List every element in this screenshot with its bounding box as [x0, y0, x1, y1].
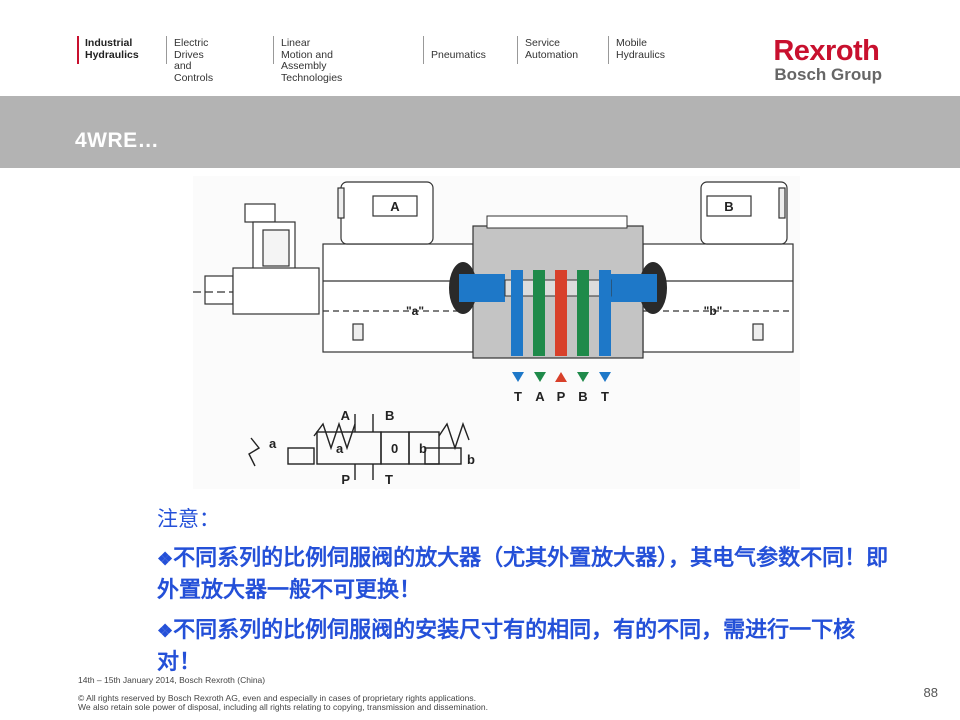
port-label-a: A	[535, 389, 545, 404]
spring-right	[611, 274, 657, 302]
page-number: 88	[923, 685, 938, 700]
side-a-label: "a"	[406, 304, 424, 318]
nav-electric-drives[interactable]: Electric Drives and Controls	[166, 36, 214, 84]
nav-label-line2: Pneumatics	[431, 48, 486, 61]
footer-rights: We also retain sole power of disposal, i…	[78, 702, 488, 712]
symbol-position-a: a	[336, 441, 344, 456]
symbol-label-a-top: A	[341, 408, 351, 423]
port-arrow-b	[577, 372, 589, 382]
footer: 14th – 15th January 2014, Bosch Rexroth …	[78, 675, 488, 713]
rexroth-logo: Rexroth Bosch Group	[773, 36, 882, 84]
port-label-b: B	[578, 389, 587, 404]
nav-label-line1: Industrial	[85, 37, 133, 49]
nav-separator	[166, 36, 167, 64]
nav-label-line2: Assembly Technologies	[281, 60, 343, 84]
port-label-t-left: T	[514, 389, 522, 404]
nav-linear-motion[interactable]: Linear Motion and Assembly Technologies	[273, 36, 343, 84]
channel-tank-left	[511, 270, 523, 356]
nav-mobile-hydraulics[interactable]: Mobile Hydraulics	[608, 36, 666, 64]
bullet-marker-icon: ❖	[157, 621, 174, 642]
solenoid-b-tag	[706, 195, 752, 217]
logo-brand: Rexroth	[773, 35, 880, 67]
valve-top-plate	[486, 215, 628, 229]
port-label-p: P	[557, 389, 566, 404]
symbol-label-p: P	[341, 472, 350, 487]
nav-label-line1: Service	[525, 37, 561, 49]
note-text: 不同系列的比例伺服阀的放大器（尤其外置放大器），其电气参数不同！即外置放大器一般…	[157, 545, 889, 603]
title-band: 4WRE…	[0, 96, 960, 168]
port-label-t-right: T	[601, 389, 609, 404]
nav-label-line1: Linear Motion and	[281, 37, 333, 61]
solenoid-a-tag	[372, 195, 418, 217]
nav-pneumatics[interactable]: Pneumatics	[423, 36, 486, 64]
note-text: 不同系列的比例伺服阀的安装尺寸有的相同，有的不同，需进行一下核对！	[157, 617, 856, 675]
port-arrow-t-right	[599, 372, 611, 382]
nav-label-line2: Hydraulics	[616, 48, 666, 61]
valve-drawing: A "a" B "b"	[193, 181, 794, 487]
channel-pressure	[555, 270, 567, 356]
symbol-label-t: T	[385, 472, 393, 487]
footer-copyright: © All rights reserved by Bosch Rexroth A…	[78, 692, 476, 703]
nav-label-line1: Mobile	[616, 37, 647, 49]
channel-b	[577, 270, 589, 356]
notes-section: 注意： ❖不同系列的比例伺服阀的放大器（尤其外置放大器），其电气参数不同！即外置…	[157, 505, 897, 677]
note-bullet: ❖不同系列的比例伺服阀的放大器（尤其外置放大器），其电气参数不同！即外置放大器一…	[157, 543, 897, 605]
nav-separator	[423, 36, 424, 64]
symbol-label-right: b	[467, 452, 475, 467]
note-bullet: ❖不同系列的比例伺服阀的安装尺寸有的相同，有的不同，需进行一下核对！	[157, 615, 897, 677]
symbol-position-b: b	[419, 441, 427, 456]
port-arrow-a	[534, 372, 546, 382]
nav-label-line1	[431, 38, 486, 50]
port-arrow-t-left	[512, 372, 524, 382]
nav-separator	[608, 36, 609, 64]
logo-group: Bosch Group	[774, 65, 882, 84]
nav-label-line2: Hydraulics	[85, 48, 139, 61]
nav-separator	[517, 36, 518, 64]
nav-separator	[273, 36, 274, 64]
port-arrow-p	[555, 372, 567, 382]
solenoid-b-label: B	[724, 199, 733, 214]
symbol-position-0: 0	[391, 441, 398, 456]
side-b-label: "b"	[704, 304, 723, 318]
symbol-label-b-top: B	[385, 408, 394, 423]
hydraulic-symbol	[248, 414, 470, 480]
nav-separator	[77, 36, 79, 64]
nav-service-automation[interactable]: Service Automation	[517, 36, 579, 64]
valve-figure: A "a" B "b"	[193, 176, 800, 489]
channel-tank-right	[599, 270, 611, 356]
symbol-label-left: a	[269, 436, 277, 451]
notes-heading: 注意：	[157, 507, 220, 531]
channel-a	[533, 270, 545, 356]
nav-label-line2: Automation	[525, 48, 579, 61]
footer-date: 14th – 15th January 2014, Bosch Rexroth …	[78, 675, 266, 685]
nav-industrial-hydraulics[interactable]: Industrial Hydraulics	[77, 36, 139, 64]
spring-left	[459, 274, 505, 302]
left-connector	[193, 203, 320, 315]
slide-title: 4WRE…	[75, 129, 160, 152]
nav-label-line2: and Controls	[174, 60, 214, 84]
bullet-marker-icon: ❖	[157, 549, 174, 570]
nav-label-line1: Electric Drives	[174, 37, 209, 61]
solenoid-a-label: A	[390, 199, 400, 214]
